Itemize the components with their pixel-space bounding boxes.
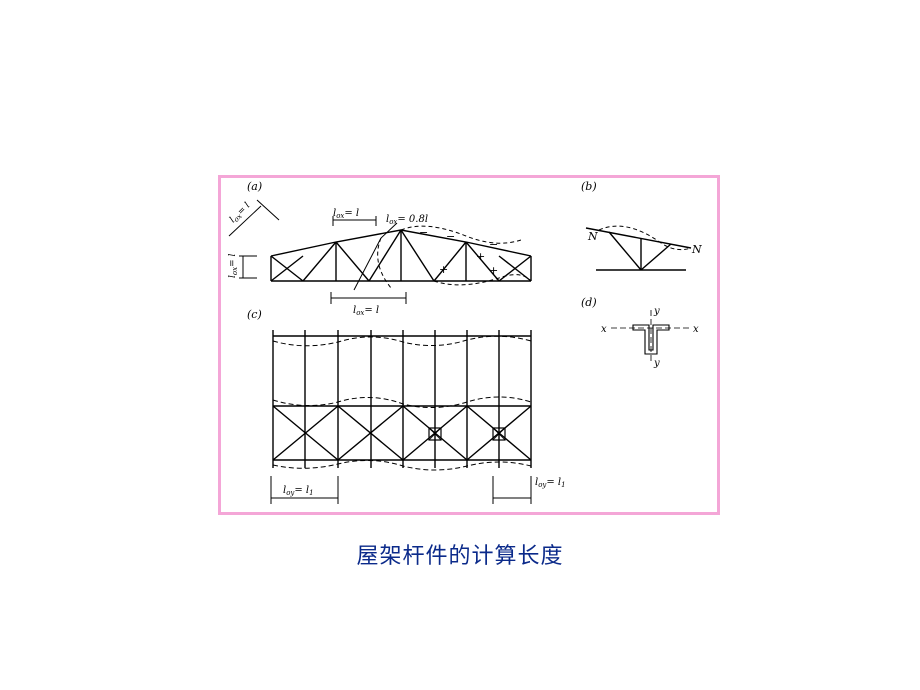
sign-minus-1: −: [419, 226, 428, 239]
axis-x-left: x: [601, 324, 607, 335]
panel-b-label: (b): [581, 180, 597, 193]
truss-b: [585, 225, 692, 271]
sign-plus-2: +: [476, 250, 485, 263]
figure-frame: (a): [218, 175, 720, 515]
truss-diagram: (a): [228, 180, 702, 504]
dimensions-c: [270, 476, 532, 504]
axis-y-top: y: [653, 306, 660, 317]
lox-top-label: lox= l: [333, 208, 359, 220]
plan-c: [272, 330, 532, 471]
lox-bottom-label: lox= l: [353, 305, 379, 317]
loy-c-left-label: loy= l1: [283, 485, 314, 497]
figure-caption: 屋架杆件的计算长度: [356, 544, 564, 569]
sign-plus-1: +: [439, 263, 448, 276]
force-N-right: N: [691, 243, 702, 256]
l0y-vert-label: lox= l: [228, 254, 239, 278]
panel-d-label: (d): [581, 296, 597, 309]
axis-y-bottom: y: [653, 358, 660, 369]
lox-web-label: lox= 0.8l: [386, 214, 428, 226]
loy-left-label: lox= l: [228, 201, 253, 226]
axis-x-right: x: [693, 324, 699, 335]
panel-a-label: (a): [247, 180, 262, 193]
panel-c-label: (c): [247, 308, 262, 321]
sign-minus-2: −: [446, 230, 455, 243]
force-N-left: N: [587, 230, 598, 243]
section-d: [611, 310, 691, 363]
loy-c-right-label: loy= l1: [535, 477, 566, 489]
truss-a: [270, 225, 532, 289]
sign-plus-3: +: [489, 264, 498, 277]
sign-minus-3: −: [489, 238, 498, 251]
dimensions-a: [228, 199, 407, 304]
